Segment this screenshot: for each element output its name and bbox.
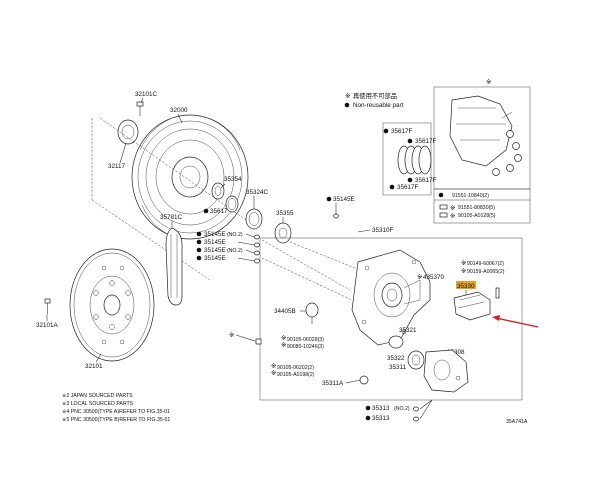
label-35617: 35617 [210, 208, 228, 215]
bolt-mark-3: ※ [229, 332, 234, 339]
inset-row-2: 91551-80830(5) [458, 205, 495, 211]
non-reusable-dot-icon [326, 196, 332, 202]
label-no2-3: (NO.2) [394, 406, 410, 412]
pointer-arrow-icon [492, 315, 539, 328]
bolt-left[interactable] [235, 334, 262, 345]
label-35145e-2: 35145E [204, 239, 226, 246]
inset-mark-2: ※ [450, 205, 455, 212]
legend-dot-icon [344, 102, 350, 108]
oring-35617[interactable] [225, 195, 239, 213]
label-35321: 35321 [399, 327, 417, 334]
label-90080-10246: 90080-10246(3) [287, 344, 324, 350]
label-35311: 35311 [389, 364, 407, 371]
oring-35311a[interactable] [359, 375, 369, 385]
label-35308: 35308 [447, 349, 465, 356]
sensor-34405b[interactable] [305, 302, 319, 324]
footnote-1: ※2 JAPAN SOURCED PARTS [62, 393, 133, 399]
oil-seal-35355[interactable] [274, 222, 292, 244]
bolt-32101a[interactable] [44, 298, 51, 314]
inset-row-1: 91551-10840(2) [452, 193, 489, 199]
label-35617f-3: 35617F [415, 177, 437, 184]
label-35617f-1: 35617F [391, 128, 413, 135]
label-35313-1: 35313 [372, 405, 390, 412]
label-32000: 32000 [170, 107, 188, 114]
plug-35145e-top[interactable] [333, 213, 339, 219]
label-35311a: 35311A [322, 380, 344, 387]
transmission-housing[interactable] [351, 249, 431, 346]
label-35370: 435370 [423, 274, 445, 281]
bolt-mark-2: ※ [461, 268, 466, 275]
label-35370-mark: ※ [417, 274, 422, 281]
highlight-box-icon [456, 281, 476, 289]
non-reusable-dot-icon [365, 415, 371, 421]
ring-32117[interactable] [117, 119, 139, 145]
label-35322: 35322 [387, 355, 405, 362]
bolt-mark-5: ※ [281, 342, 286, 349]
label-no2-2: (NO.2) [227, 248, 243, 254]
housing-frame [259, 237, 523, 401]
label-90105-06028: 90105-06028(3) [287, 337, 324, 343]
label-35354: 35354 [224, 176, 242, 183]
label-35330: 35330 [457, 283, 475, 290]
bolt-mark-7: ※ [271, 370, 276, 377]
label-32101a: 32101A [36, 322, 59, 329]
label-35310f: 35310F [372, 227, 394, 234]
label-90105-06202: 90105-06202(2) [277, 365, 314, 371]
label-35781c: 35781C [160, 214, 183, 221]
non-reusable-dot-icon [203, 208, 209, 214]
label-35145e-top: 35145E [333, 196, 355, 203]
label-35617f-4: 35617F [397, 184, 419, 191]
inset-mark-3: ※ [450, 213, 455, 220]
footnote-3: ※4 PNC 30500(TYPE A)REFER TO FIG.35-01 [62, 409, 170, 415]
plug-35145e-group: 35145E (NO.2) 35145E 35145E (NO.2) 35145… [196, 231, 260, 264]
label-90159-a0065: 90159-A0065(2) [467, 269, 505, 275]
plug-35313-2[interactable] [413, 416, 419, 422]
non-reusable-dot-icon [365, 405, 371, 411]
gear-35321[interactable] [388, 335, 404, 349]
label-no2-1: (NO.2) [227, 232, 243, 238]
inset-valve-body: ※ 91551-10840(2) ※ 91551-80830(5) ※ 9010… [433, 79, 531, 224]
inset-mark: ※ [486, 79, 491, 86]
inset-row-3: 90105-A0128(5) [458, 213, 496, 219]
label-90105-a0198: 90105-A0198(2) [277, 372, 315, 378]
label-32101c: 32101C [135, 91, 158, 98]
figure-id: 35A741A [506, 419, 528, 425]
legend-symbol: ※ [345, 93, 350, 100]
legend: ※ 再使用不可部品 Non-reusable part [344, 91, 404, 109]
label-35355: 35355 [276, 210, 294, 217]
legend-text-en: Non-reusable part [353, 102, 404, 109]
chain-35781c[interactable] [165, 227, 183, 306]
label-90149-60067: 90149-60067(2) [467, 261, 504, 267]
label-35617f-2: 35617F [415, 138, 437, 145]
footnotes: ※2 JAPAN SOURCED PARTS ※3 LOCAL SOURCED … [62, 393, 170, 423]
label-32117: 32117 [108, 163, 126, 170]
bolt-mark-1: ※ [461, 260, 466, 267]
label-32101: 32101 [85, 363, 103, 370]
label-35145e-3: 35145E [204, 247, 226, 254]
label-35324c: 35324C [246, 189, 269, 196]
bolt-mark-4: ※ [281, 335, 286, 342]
label-35145e-4: 35145E [204, 255, 226, 262]
label-35145e-1: 35145E [204, 231, 226, 238]
plug-35313-1[interactable] [413, 406, 419, 412]
bolt-32101c[interactable] [136, 101, 144, 116]
pump-body-35308[interactable] [423, 349, 469, 393]
solenoid-35330[interactable] [453, 287, 500, 321]
drive-plate[interactable] [69, 248, 155, 362]
seal-ring-group: 35617F 35617F 35617F 35617F [382, 122, 437, 196]
pump-gear-35311[interactable] [407, 350, 425, 370]
bolt-mark-6: ※ [271, 363, 276, 370]
footnote-4: ※5 PNC 30500(TYPE B)REFER TO FIG.35-01 [62, 417, 170, 423]
label-34405b: 34405B [274, 308, 296, 315]
legend-text-jp: 再使用不可部品 [353, 91, 397, 100]
bushing-35324c[interactable] [245, 208, 263, 230]
seal-35354[interactable] [211, 182, 225, 200]
label-35313-2: 35313 [372, 415, 390, 422]
footnote-2: ※3 LOCAL SOURCED PARTS [62, 401, 134, 407]
